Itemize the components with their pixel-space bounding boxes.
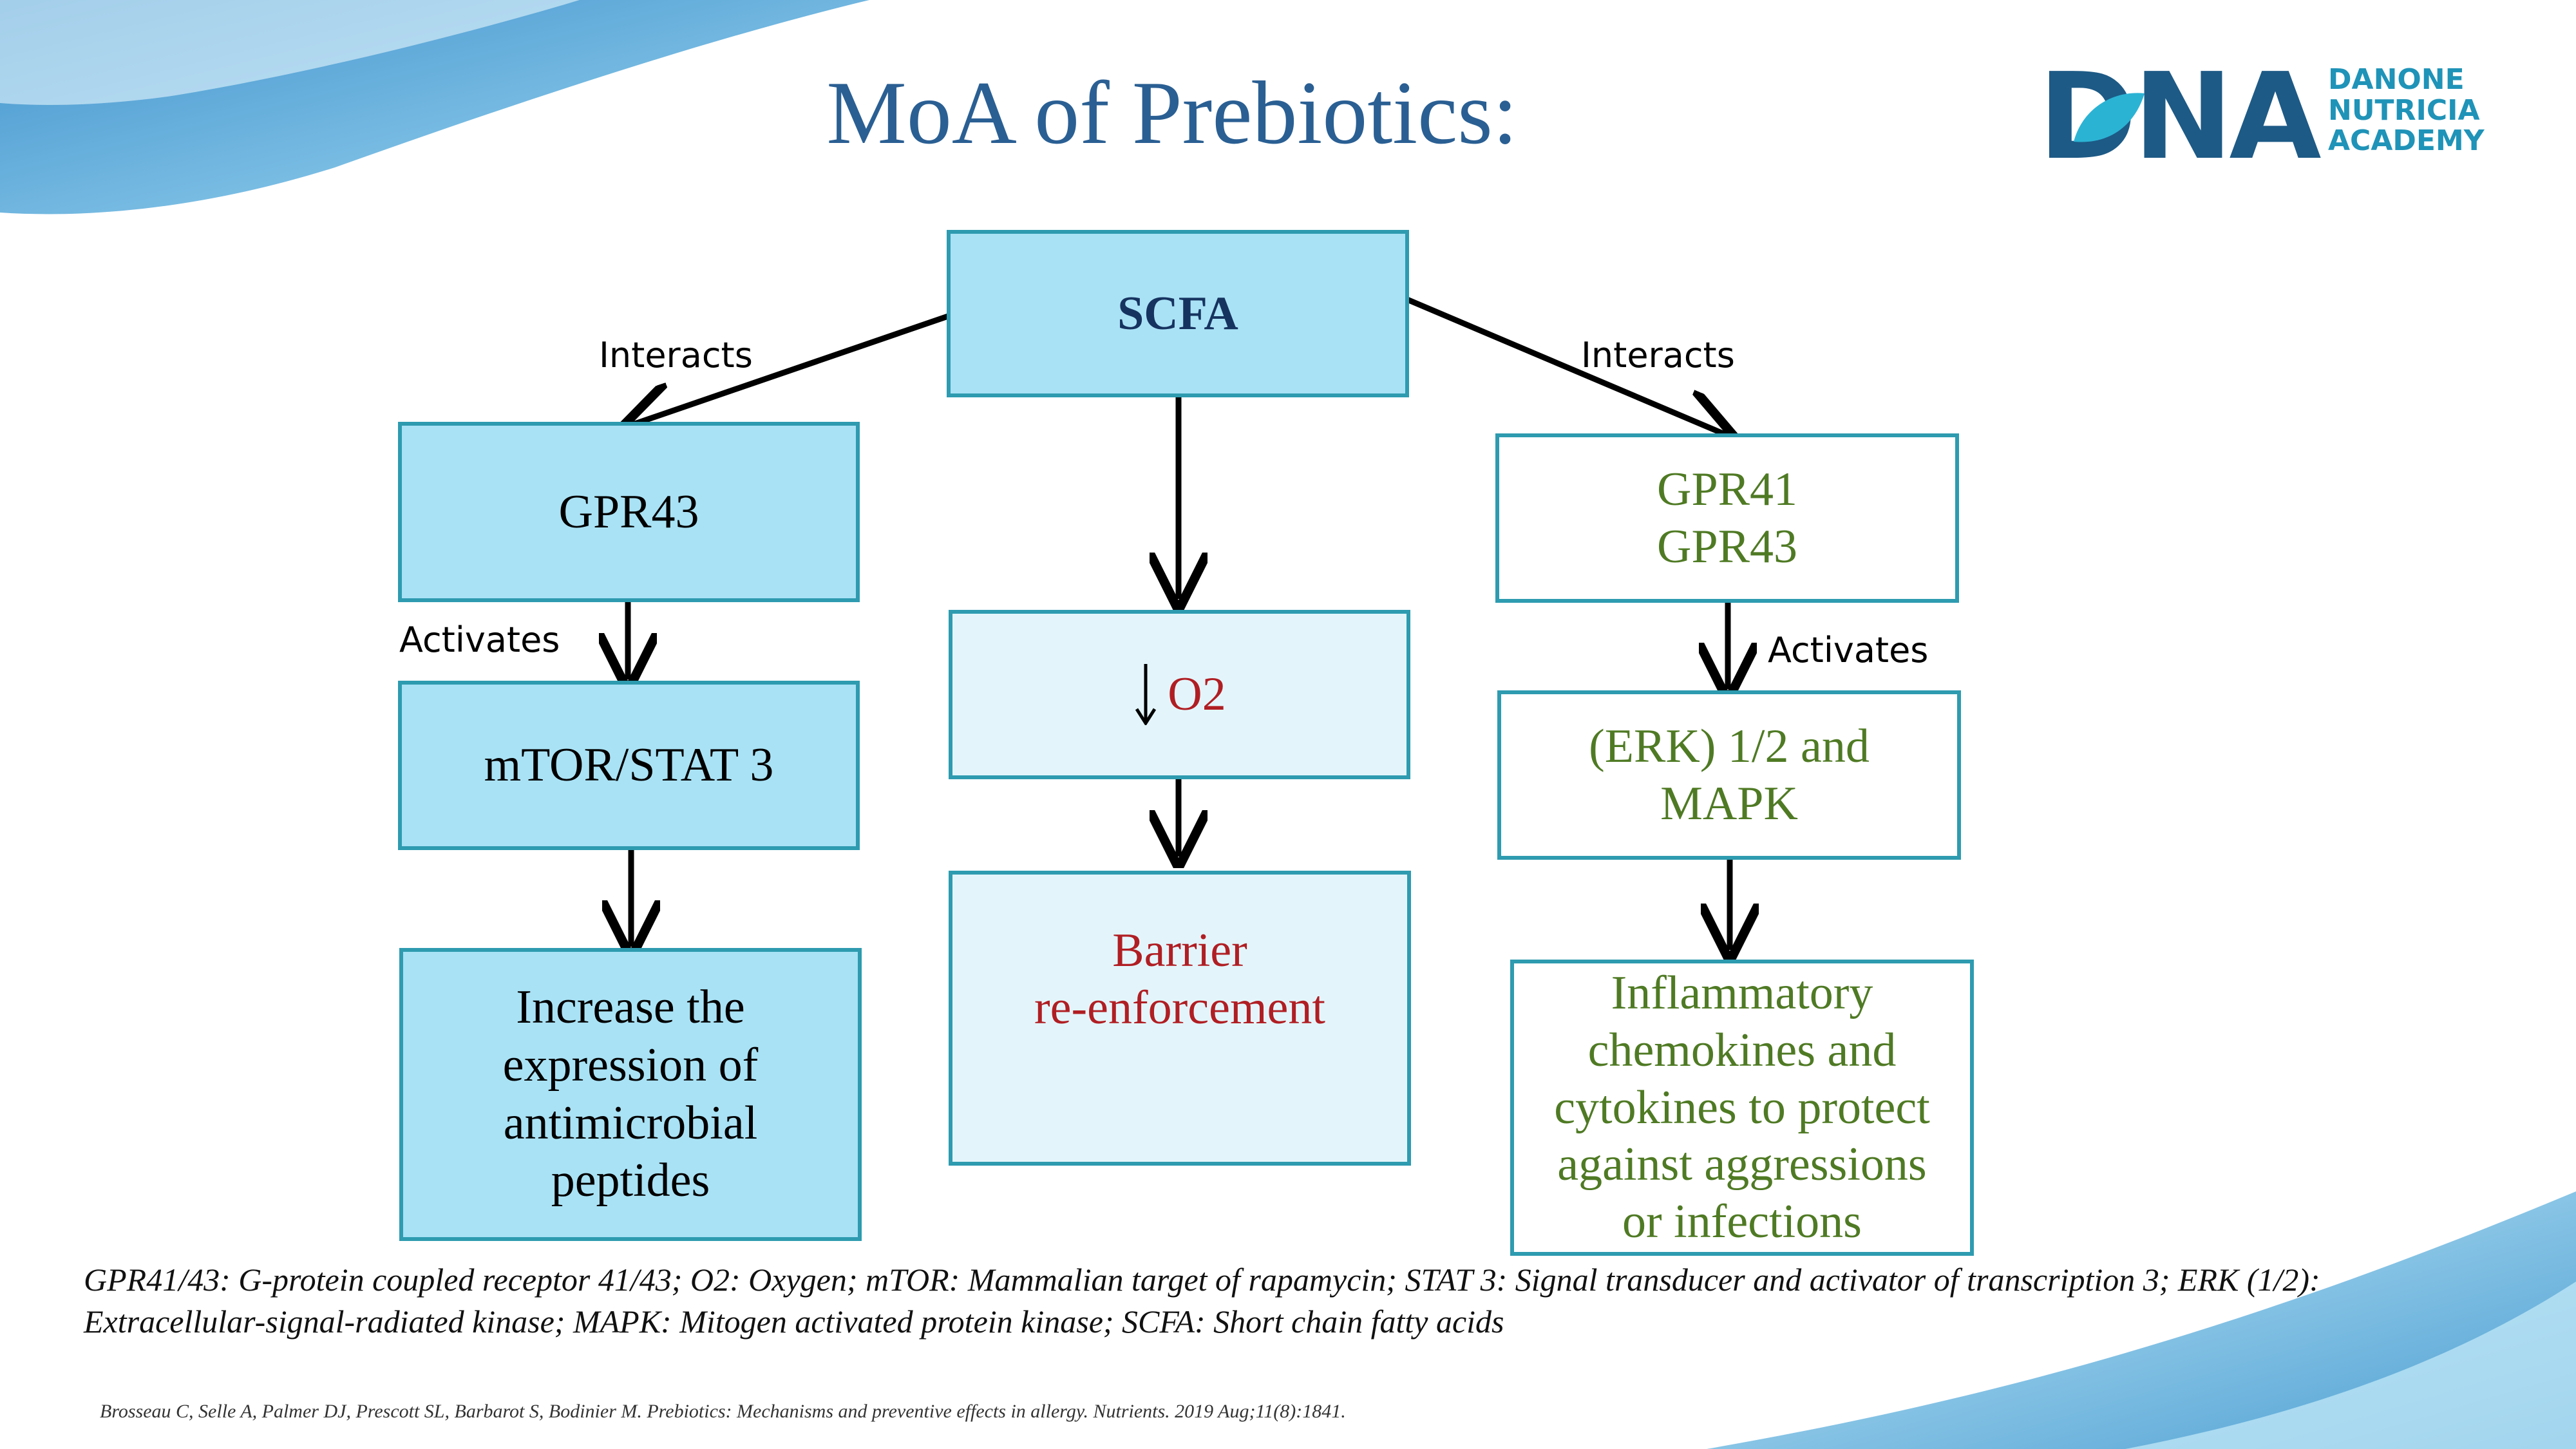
logo-line-1: DANONE <box>2328 63 2465 96</box>
node-gpr43: GPR43 <box>398 422 860 602</box>
bottom-right-wave-highlight <box>2125 1282 2576 1449</box>
node-scfa-text: SCFA <box>1117 287 1238 340</box>
antimicrobial-line-1: Increase the <box>516 981 745 1034</box>
erk-line-1: (ERK) 1/2 and <box>1589 719 1870 773</box>
inflammatory-line-4: against aggressions <box>1557 1138 1927 1191</box>
node-gpr41-gpr43-text: GPR41 GPR43 <box>1657 461 1797 576</box>
label-activates-left: Activates <box>399 620 560 660</box>
inflammatory-line-1: Inflammatory <box>1611 967 1873 1019</box>
node-antimicrobial-peptides: Increase the expression of antimicrobial… <box>399 948 862 1241</box>
leaf-icon <box>2074 93 2145 142</box>
node-inflammatory-text: Inflammatory chemokines and cytokines to… <box>1554 965 1930 1251</box>
node-antimicrobial-text: Increase the expression of antimicrobial… <box>503 979 759 1209</box>
inflammatory-line-3: cytokines to protect <box>1554 1081 1930 1134</box>
node-mtor-stat3: mTOR/STAT 3 <box>398 681 860 850</box>
arrow-scfa-to-gpr43 <box>631 312 951 425</box>
arrow-scfa-to-gpr41-43 <box>1406 296 1726 435</box>
node-scfa: SCFA <box>947 230 1409 397</box>
node-inflammatory-chemokines: Inflammatory chemokines and cytokines to… <box>1510 960 1974 1256</box>
antimicrobial-line-4: peptides <box>551 1154 710 1208</box>
danone-nutricia-academy-logo: DNA DANONE NUTRICIA ACADEMY <box>2038 55 2502 171</box>
inflammatory-line-5: or infections <box>1622 1195 1862 1249</box>
label-interacts-left: Interacts <box>599 335 753 375</box>
erk-line-2: MAPK <box>1660 777 1798 830</box>
node-erk-mapk: (ERK) 1/2 and MAPK <box>1497 690 1961 860</box>
label-interacts-right: Interacts <box>1581 335 1735 375</box>
label-activates-right: Activates <box>1768 630 1929 670</box>
abbreviations-footnote: GPR41/43: G-protein coupled receptor 41/… <box>84 1262 2320 1340</box>
gpr43-line: GPR43 <box>1657 520 1797 573</box>
dna-logo-mark: DNA <box>2038 55 2321 171</box>
node-o2: O2 <box>949 610 1410 779</box>
citation: Brosseau C, Selle A, Palmer DJ, Prescott… <box>100 1401 1346 1422</box>
top-left-wave-highlight <box>0 0 580 105</box>
node-barrier-reenforcement: Barrier re-enforcement <box>949 871 1411 1166</box>
dna-logo-mark-icon: DNA <box>2038 55 2322 171</box>
logo-wordmark: DANONE NUTRICIA ACADEMY <box>2328 64 2485 156</box>
inflammatory-line-2: chemokines and <box>1587 1023 1897 1077</box>
logo-line-3: ACADEMY <box>2328 124 2485 158</box>
barrier-line-2: re-enforcement <box>1034 981 1325 1034</box>
node-o2-content: O2 <box>1133 664 1226 725</box>
down-arrow-icon <box>1135 664 1157 725</box>
bottom-right-wave <box>1707 1191 2576 1449</box>
page-title: MoA of Prebiotics: <box>826 63 1518 163</box>
node-o2-text: O2 <box>1168 668 1226 721</box>
node-erk-mapk-text: (ERK) 1/2 and MAPK <box>1589 718 1870 833</box>
node-mtor-stat3-text: mTOR/STAT 3 <box>484 739 774 792</box>
node-gpr43-text: GPR43 <box>558 485 699 538</box>
barrier-line-1: Barrier <box>1112 924 1247 978</box>
node-gpr41-gpr43: GPR41 GPR43 <box>1495 433 1959 603</box>
antimicrobial-line-2: expression of <box>502 1038 759 1092</box>
gpr41-line: GPR41 <box>1657 462 1797 516</box>
node-barrier-text: Barrier re-enforcement <box>1034 922 1325 1037</box>
antimicrobial-line-3: antimicrobial <box>503 1096 758 1150</box>
logo-line-2: NUTRICIA <box>2328 93 2480 127</box>
